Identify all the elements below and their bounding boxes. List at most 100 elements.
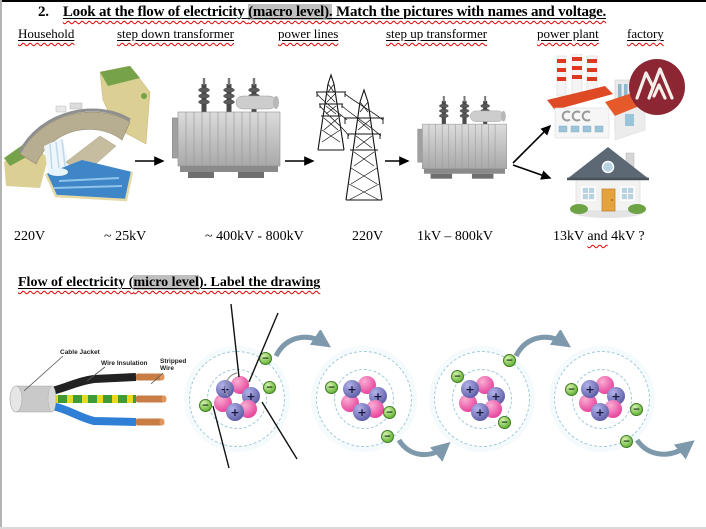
electron-orbit-outer <box>189 351 285 447</box>
title-post: Match the pictures with names and voltag… <box>332 4 607 20</box>
electron: − <box>503 354 516 367</box>
label-household: Household <box>18 26 74 42</box>
electron-orbit-outer <box>554 351 650 447</box>
electron: − <box>620 435 633 448</box>
electron-charge: − <box>567 384 576 395</box>
stripped-copper <box>136 395 164 403</box>
electron: − <box>383 406 396 419</box>
label-text: power plant <box>537 26 599 41</box>
label-text: step down transformer <box>117 26 234 41</box>
step-up-transformer-image <box>172 78 286 182</box>
cable-jacket-label: Cable Jacket <box>60 349 101 356</box>
hydro-dam-image <box>4 66 151 202</box>
proton: + <box>581 380 599 398</box>
electron: − <box>565 383 578 396</box>
proton-charge: + <box>491 389 501 403</box>
atom-diagram: + + + − − − <box>543 340 663 460</box>
proton: + <box>591 403 609 421</box>
flow-arrow-to-house <box>512 164 552 180</box>
cable-diagram: Cable Jacket Wire Insulation Stripped Wi… <box>9 349 186 426</box>
title-pre: Look at the flow of electricity <box>62 4 249 20</box>
conductor-wires <box>316 93 384 137</box>
proton-charge: + <box>475 405 485 419</box>
voltage-power-lines: ~ 400kV - 800kV <box>205 229 304 244</box>
stripped-copper <box>136 373 162 381</box>
electron: − <box>630 403 643 416</box>
voltage-text: 13kV <box>553 229 588 244</box>
label-factory: factory <box>627 26 664 42</box>
page-bottom-border <box>0 527 706 529</box>
electron: − <box>263 381 276 394</box>
voltage-220: 220V <box>352 229 384 244</box>
electron-charge: − <box>383 431 392 442</box>
electron: − <box>498 416 511 429</box>
electron-flow-arrow <box>514 330 571 358</box>
proton: + <box>471 403 489 421</box>
stripped-wire-label: Stripped <box>160 358 186 365</box>
electron-charge: − <box>505 355 514 366</box>
electron-charge: − <box>201 400 210 411</box>
electron-charge: − <box>453 371 462 382</box>
label-power-plant: power plant <box>537 26 599 42</box>
label-text: Household <box>18 26 75 41</box>
electron: − <box>451 370 464 383</box>
exercise-title: 2. Look at the flow of electricity (macro… <box>38 4 606 21</box>
voltage-flagged-word: and <box>587 229 608 244</box>
flow-arrow <box>385 156 410 166</box>
electron-orbit-outer <box>434 351 530 447</box>
proton: + <box>226 403 244 421</box>
electron-orbit-inner <box>572 369 632 429</box>
flow-arrow <box>135 156 165 166</box>
flow-arrow-to-factory <box>512 124 552 164</box>
electron-flow-arrow <box>634 438 695 460</box>
heading-pre: Flow of electricity ( <box>18 275 134 290</box>
proton-charge: + <box>230 405 240 419</box>
electron-charge: − <box>500 417 509 428</box>
page-left-border <box>0 0 2 529</box>
electron-flow-arrow <box>396 438 451 462</box>
house-image <box>567 147 649 218</box>
label-text: factory <box>627 26 664 41</box>
page-top-border <box>0 0 706 2</box>
voltage-step-down: ~ 25kV <box>104 229 147 244</box>
title-text: Look at the flow of electricity (macro l… <box>63 4 606 20</box>
proton-charge: + <box>347 382 357 396</box>
electron-charge: − <box>265 382 274 393</box>
proton-charge: + <box>611 389 621 403</box>
electron: − <box>199 399 212 412</box>
exercise-number: 2. <box>38 4 49 20</box>
proton-charge: + <box>465 382 475 396</box>
atom-diagram: + + + − − − <box>305 340 425 460</box>
electron-orbit-outer <box>316 351 412 447</box>
step-down-transformer-image <box>416 96 513 182</box>
proton-charge: + <box>373 389 383 403</box>
proton-charge: + <box>585 382 595 396</box>
label-step-up-transformer: step up transformer <box>386 26 487 42</box>
micro-section-heading: Flow of electricity (micro level). Label… <box>18 275 320 291</box>
label-power-lines: power lines <box>278 26 338 42</box>
proton: + <box>343 380 361 398</box>
title-highlight: (macro level). <box>248 4 333 20</box>
blue-wire <box>51 402 137 426</box>
proton-charge: + <box>246 389 256 403</box>
wire-insulation-label: Wire Insulation <box>101 360 148 367</box>
proton: + <box>461 380 479 398</box>
voltage-factory: 13kV and 4kV ? <box>553 229 645 245</box>
electron: − <box>381 430 394 443</box>
voltage-step-up: 1kV – 800kV <box>417 229 493 244</box>
black-wire <box>50 373 137 395</box>
voltage-text: 4kV ? <box>607 229 645 244</box>
electron-flow-arrow <box>274 330 331 358</box>
atom-diagram: + + + − − − <box>423 340 543 460</box>
electron: − <box>325 381 338 394</box>
power-lines-image <box>316 73 384 201</box>
electron-charge: − <box>261 353 270 364</box>
voltage-household: 220V <box>14 229 46 244</box>
heading-highlight: micro level <box>133 275 199 290</box>
label-pointer-lines <box>212 303 298 469</box>
proton-charge: + <box>357 405 367 419</box>
electron-charge: − <box>622 436 631 447</box>
logo-watermark-icon <box>629 59 685 115</box>
label-step-down-transformer: step down transformer <box>117 26 234 42</box>
